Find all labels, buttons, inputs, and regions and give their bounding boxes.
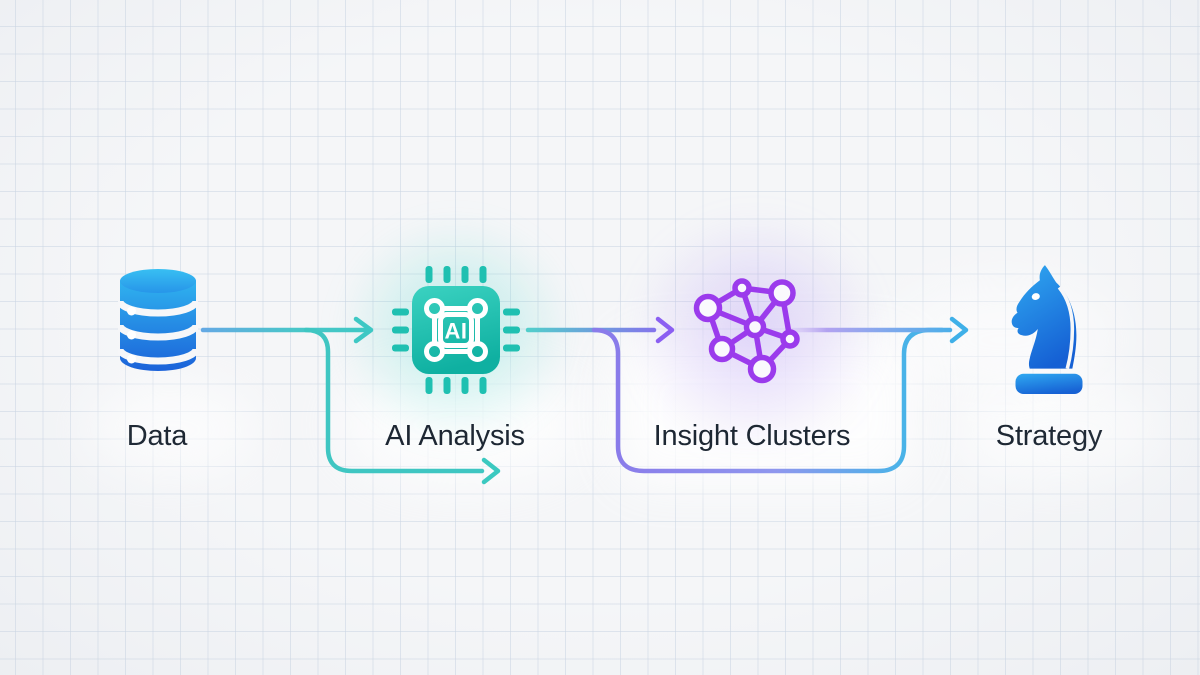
chip-ai-text: AI <box>445 319 468 344</box>
network-nodes <box>693 278 800 384</box>
knight-base <box>1015 373 1083 394</box>
knight-eye <box>1031 293 1040 300</box>
database-icon <box>118 269 198 371</box>
node-label-strategy: Strategy <box>995 420 1103 452</box>
chip-circuit <box>424 298 488 362</box>
ai-chip-icon: AI <box>392 266 520 394</box>
arrowhead-icon <box>655 316 675 344</box>
node-label-ai-analysis: AI Analysis <box>385 420 525 452</box>
connector-branch-under-ai <box>303 327 485 474</box>
connector-loop-under-clusters <box>591 327 945 474</box>
node-label-data: Data <box>126 420 188 452</box>
network-graph-icon <box>693 278 800 384</box>
knight-mane-gap <box>1057 286 1075 370</box>
chip-pins <box>392 266 520 394</box>
node-label-insight-clusters: Insight Clusters <box>653 420 851 452</box>
arrowhead-icon <box>949 316 969 344</box>
arrowhead-icon <box>353 316 374 344</box>
chess-knight-icon <box>1011 265 1083 394</box>
arrowhead-icon <box>481 457 501 485</box>
knight-body <box>1011 265 1077 369</box>
